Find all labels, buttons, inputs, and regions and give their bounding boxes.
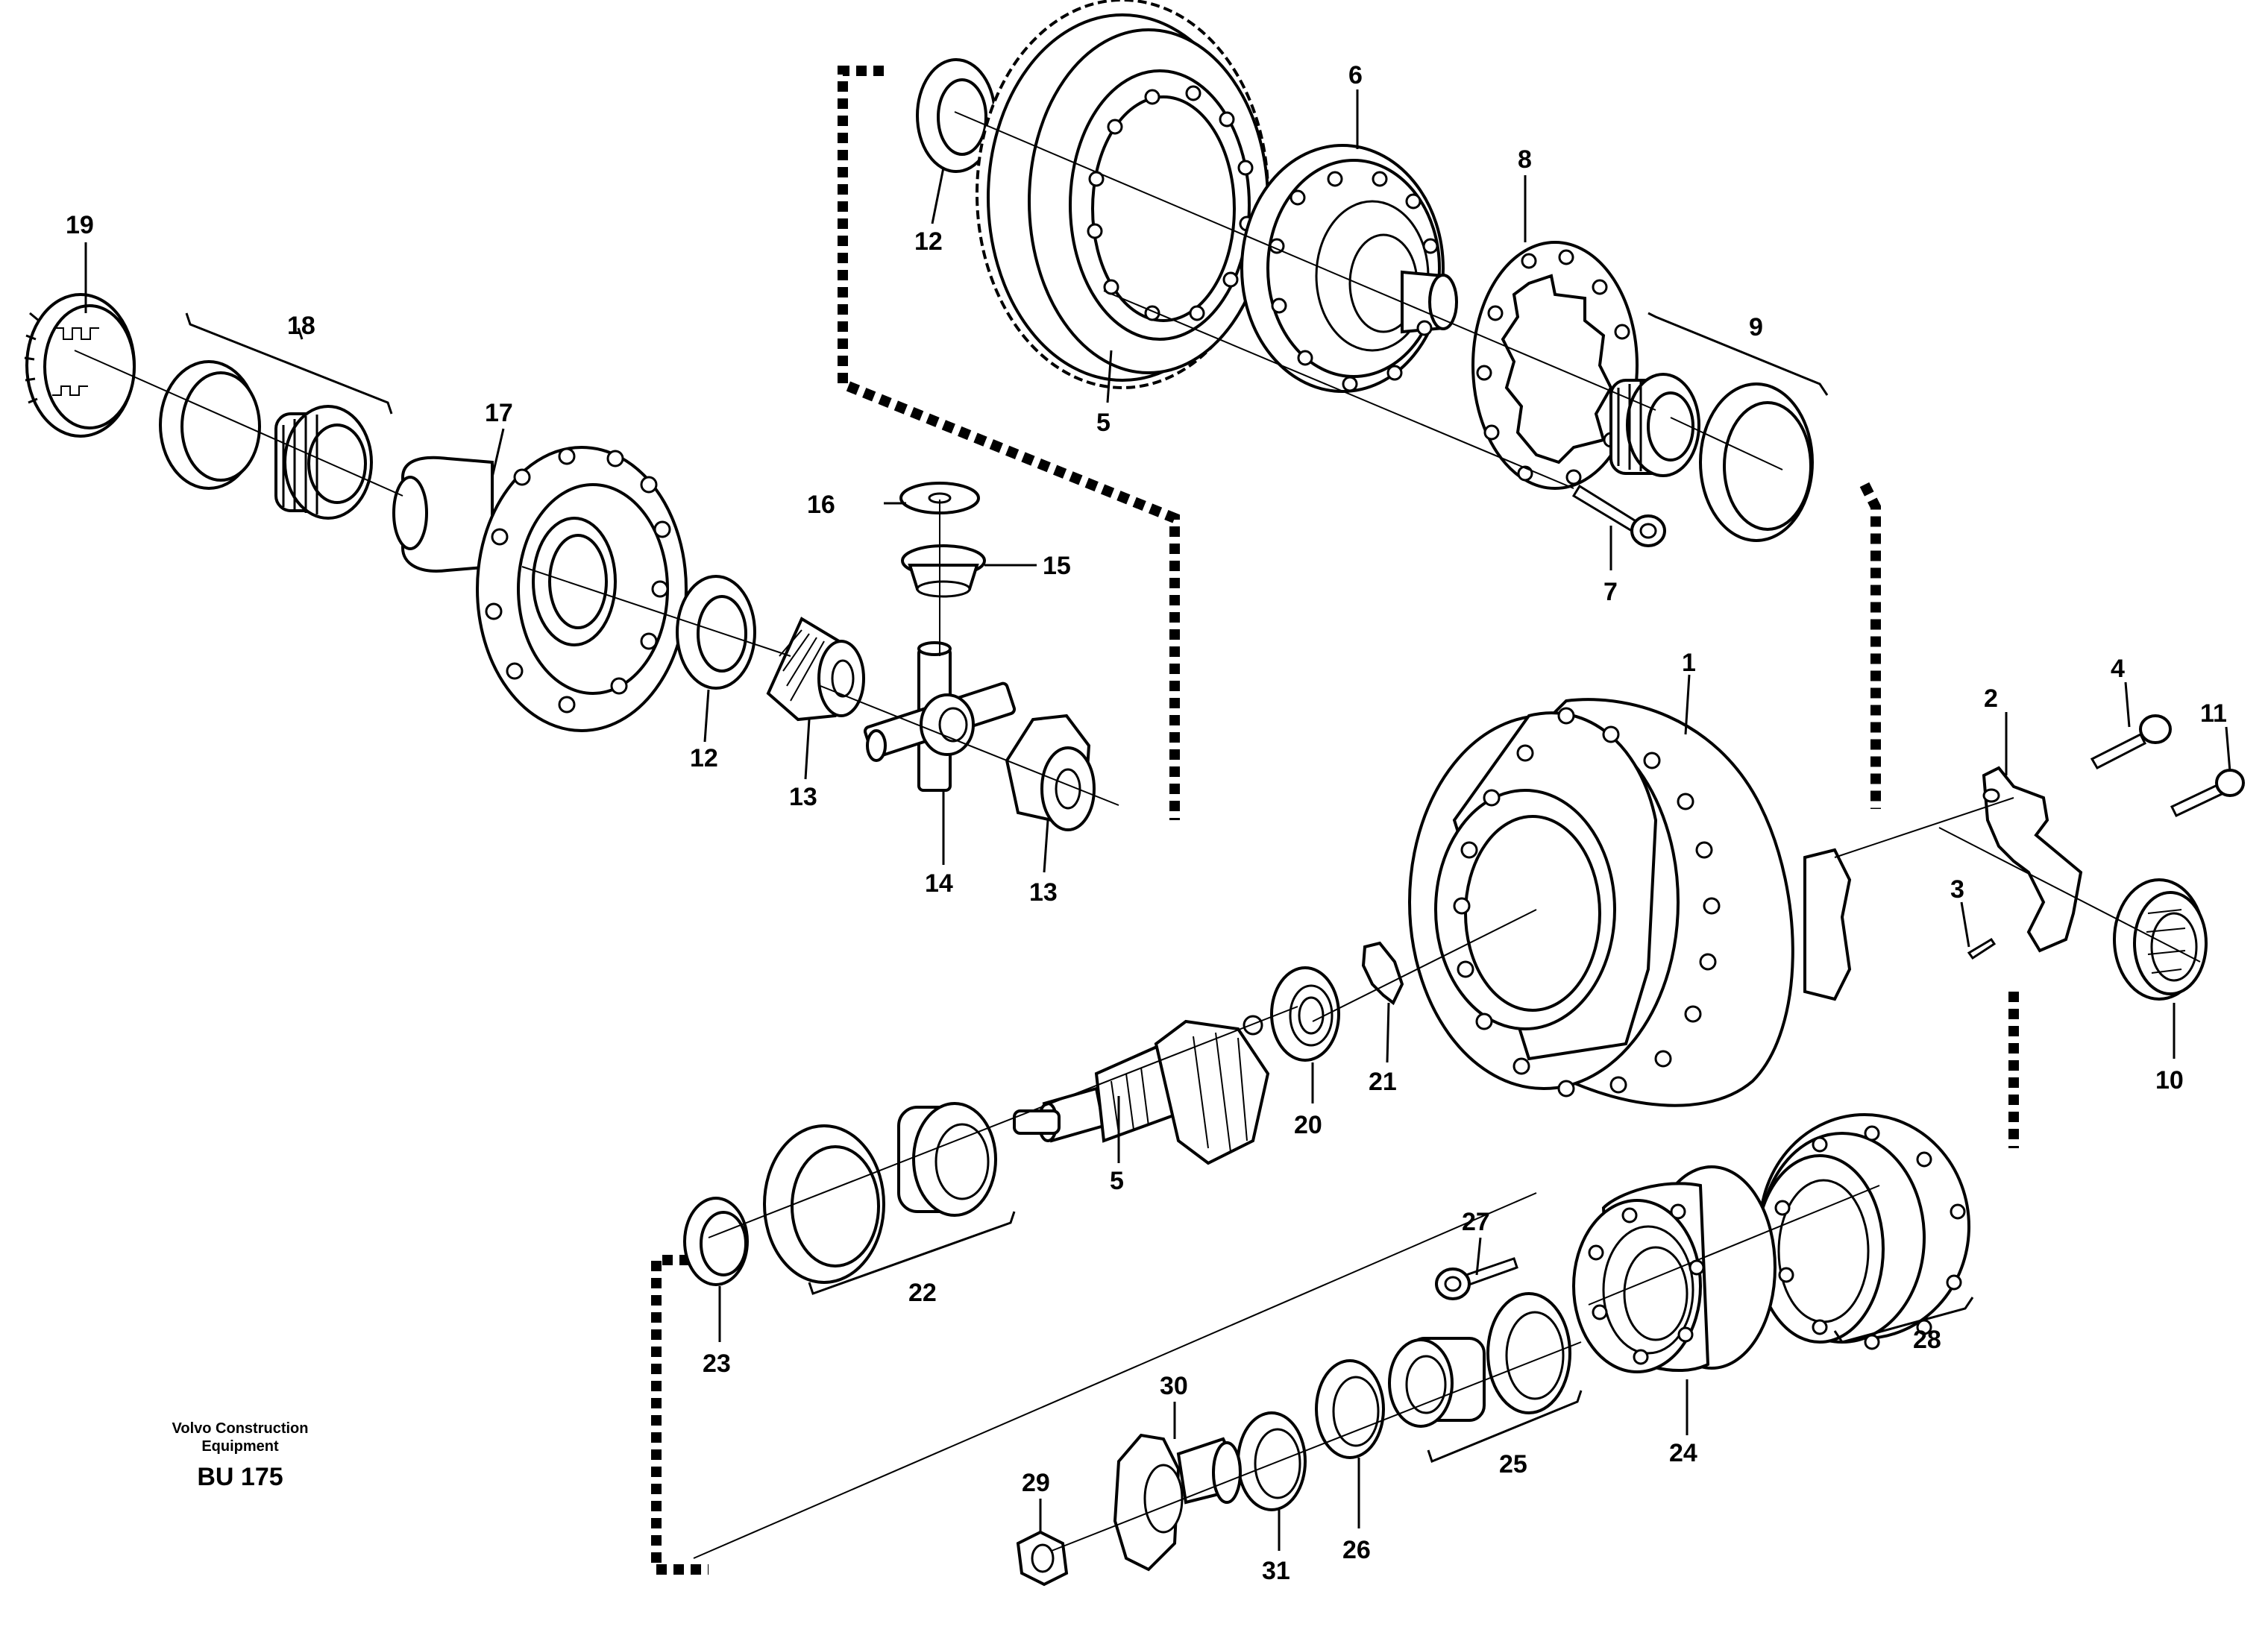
caption-block: Volvo Construction Equipment BU 175 xyxy=(172,1420,309,1491)
figure-code: BU 175 xyxy=(197,1463,283,1491)
callout-10: 10 xyxy=(2155,1066,2184,1095)
leader-lines xyxy=(84,89,2231,1551)
part-1-housing xyxy=(1408,698,1852,1107)
part-22-bearing xyxy=(763,1102,997,1284)
part-25-bearing xyxy=(1388,1292,1571,1428)
caption-company-line1: Volvo Construction xyxy=(172,1420,309,1437)
part-18-bearing xyxy=(159,360,373,520)
callout-22: 22 xyxy=(908,1279,937,1307)
callout-23: 23 xyxy=(703,1350,731,1378)
part-26-seal xyxy=(1315,1359,1385,1459)
part-3-split-pin xyxy=(1967,937,1997,960)
part-27-bolt xyxy=(1435,1257,1518,1300)
callout-19: 19 xyxy=(66,211,94,239)
part-12-thrust-washer-lower xyxy=(676,575,756,690)
callout-18: 18 xyxy=(287,312,315,340)
part-11-bolt xyxy=(2170,769,2245,817)
callout-5-crown: 5 xyxy=(1096,409,1111,437)
part-9-bearing xyxy=(1609,373,1814,542)
part-29-nut xyxy=(1016,1530,1069,1587)
callout-7: 7 xyxy=(1603,578,1618,606)
part-7-bolt xyxy=(1571,484,1666,547)
callout-6: 6 xyxy=(1348,61,1363,89)
callout-29: 29 xyxy=(1022,1469,1050,1497)
part-13-pinion-gear-right xyxy=(1005,714,1096,831)
callout-5-pinion: 5 xyxy=(1110,1167,1124,1195)
dashed-frame-bottom xyxy=(651,992,2019,1575)
assembly-axis-lines xyxy=(74,111,2201,1559)
part-13-pinion-gear-left xyxy=(766,617,865,722)
callout-11: 11 xyxy=(2200,699,2227,728)
callout-27: 27 xyxy=(1462,1208,1490,1236)
part-6-differential-case xyxy=(1240,144,1458,393)
part-15-side-gear xyxy=(901,544,986,598)
callout-21: 21 xyxy=(1369,1068,1397,1096)
callout-30: 30 xyxy=(1160,1372,1188,1400)
part-12-thrust-washer-upper xyxy=(916,58,996,173)
part-5-drive-pinion xyxy=(1013,1015,1270,1165)
part-14-spider xyxy=(863,641,1017,792)
part-24-pinion-housing xyxy=(1572,1165,1777,1373)
callout-labels: 19 18 17 12 5 6 8 9 7 16 15 12 13 14 13 … xyxy=(66,61,2227,1585)
callout-3: 3 xyxy=(1950,875,1964,904)
callout-31: 31 xyxy=(1262,1557,1290,1585)
part-10-adjusting-ring xyxy=(2113,878,2208,1001)
callout-13-left: 13 xyxy=(789,783,817,811)
callout-12-lower: 12 xyxy=(690,744,718,772)
callout-1: 1 xyxy=(1682,649,1696,677)
part-20-seal xyxy=(1270,966,1340,1062)
part-16-washer xyxy=(899,482,980,514)
callout-13-right: 13 xyxy=(1029,878,1058,907)
callout-9: 9 xyxy=(1749,313,1763,341)
part-30-yoke-flange xyxy=(1113,1433,1242,1572)
part-23-seal xyxy=(683,1197,749,1286)
callout-16: 16 xyxy=(807,491,835,519)
caption-company-line2: Equipment xyxy=(201,1438,279,1455)
part-21-lock-washer xyxy=(1361,941,1404,1006)
callout-24: 24 xyxy=(1669,1439,1697,1467)
callout-17: 17 xyxy=(485,399,513,427)
part-19-ring-nut xyxy=(24,293,136,438)
callout-20: 20 xyxy=(1294,1111,1322,1139)
part-17-case-half xyxy=(392,446,688,732)
callout-14: 14 xyxy=(925,869,953,898)
callout-25: 25 xyxy=(1499,1450,1527,1478)
callout-4: 4 xyxy=(2111,655,2125,683)
callout-28: 28 xyxy=(1913,1326,1941,1354)
part-28-shims xyxy=(1755,1113,1970,1350)
part-31-seal xyxy=(1237,1411,1307,1511)
part-2-bearing-cap xyxy=(1982,766,2083,953)
callout-2: 2 xyxy=(1984,684,1998,713)
callout-12-upper: 12 xyxy=(914,227,943,256)
part-4-bolt xyxy=(2090,714,2172,769)
callout-15: 15 xyxy=(1043,552,1071,580)
dashed-frame-right xyxy=(1859,482,1881,809)
dashed-frame-top xyxy=(838,66,1180,820)
callout-8: 8 xyxy=(1518,145,1532,174)
callout-26: 26 xyxy=(1342,1536,1371,1564)
part-5-crown-wheel xyxy=(976,0,1269,389)
part-8-lock-plate xyxy=(1471,241,1639,490)
